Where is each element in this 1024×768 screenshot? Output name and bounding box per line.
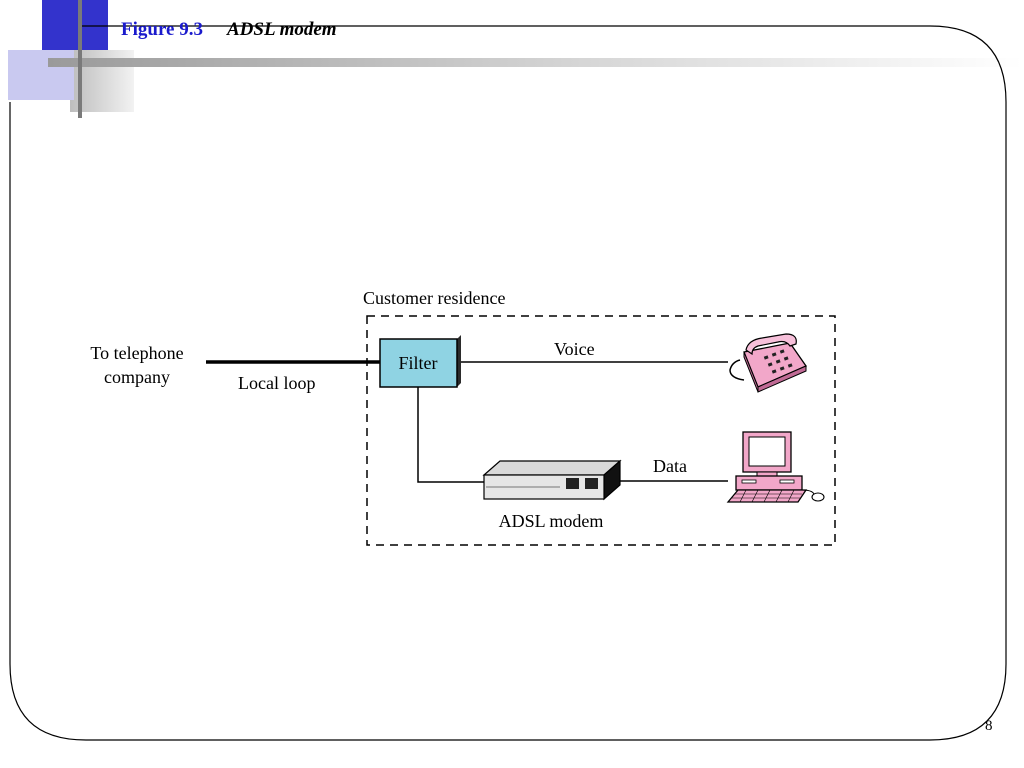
telephone-icon (729, 333, 807, 393)
local-loop-label: Local loop (238, 373, 315, 393)
accent-square-blue (42, 0, 108, 50)
adsl-modem-label: ADSL modem (499, 511, 604, 531)
computer-icon (726, 431, 825, 503)
figure-title: ADSL modem (226, 19, 337, 40)
rounded-frame (9, 25, 1007, 741)
filter-box: Filter (379, 335, 461, 388)
customer-residence-boundary (366, 315, 836, 546)
figure-number: Figure 9.3 (121, 19, 203, 40)
filter-label: Filter (399, 353, 438, 373)
vertical-stripe (78, 0, 82, 118)
telephone-company-label-line2: company (104, 367, 170, 387)
modem-icon (482, 459, 622, 501)
data-label: Data (653, 456, 687, 476)
title-underline-bar (48, 58, 1023, 67)
page-number: 8 (985, 718, 993, 734)
filter-to-modem-line (417, 387, 486, 483)
customer-residence-label: Customer residence (363, 288, 505, 308)
telephone-company-label-line1: To telephone (90, 343, 183, 363)
slide-title: Figure 9.3 ADSL modem (121, 19, 337, 41)
voice-label: Voice (554, 339, 595, 359)
